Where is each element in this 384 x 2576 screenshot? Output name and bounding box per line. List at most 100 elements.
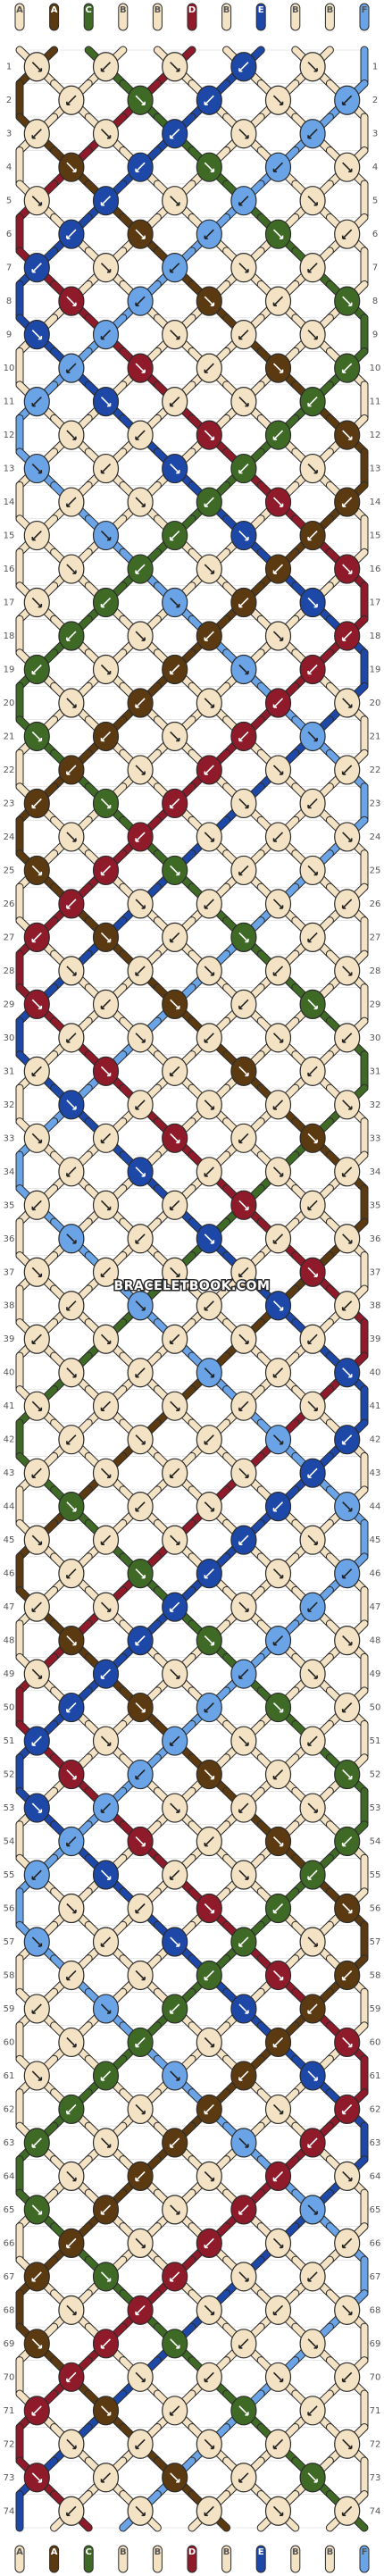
knot	[92, 1458, 120, 1488]
row-number-right: 31	[370, 1066, 381, 1076]
row-number-right: 9	[372, 330, 378, 340]
knot	[58, 487, 85, 517]
knot	[162, 186, 188, 216]
knot-arrow-icon	[66, 832, 77, 842]
knot-arrowhead-icon	[107, 938, 112, 943]
knot-arrowhead-icon	[348, 2177, 353, 2182]
knot-arrowhead-icon	[135, 1240, 139, 1244]
row-number-right: 2	[372, 96, 378, 105]
knot	[299, 320, 326, 350]
knot-arrow-icon	[272, 1367, 284, 1378]
knot	[299, 1123, 326, 1153]
knot	[92, 2128, 120, 2158]
knot	[334, 2161, 361, 2191]
knot-arrowhead-icon	[245, 269, 249, 273]
string-letter: B	[120, 5, 127, 15]
knot-arrowhead-icon	[307, 2010, 312, 2014]
knot-arrowhead-icon	[66, 1709, 71, 1713]
knot-arrow-icon	[100, 1066, 112, 1076]
knot-arrow-icon	[66, 1434, 77, 1445]
knot-arrowhead-icon	[38, 1407, 43, 1411]
row-number-left: 36	[4, 1234, 15, 1244]
row-number-right: 65	[370, 2205, 381, 2215]
knot-arrow-icon	[100, 932, 112, 942]
knot-arrowhead-icon	[72, 302, 77, 306]
knot-arrow-icon	[170, 932, 180, 942]
knot-arrowhead-icon	[341, 905, 346, 909]
knot-arrowhead-icon	[348, 2311, 353, 2316]
string-letter: D	[188, 2547, 196, 2557]
knot-arrowhead-icon	[280, 2244, 284, 2249]
row-number-right: 43	[370, 1468, 381, 1478]
knot-arrowhead-icon	[169, 671, 174, 675]
knot	[299, 2128, 326, 2158]
row-number-right: 13	[370, 464, 381, 474]
knot	[264, 554, 292, 584]
top-string-tag: F	[359, 3, 370, 31]
knot-arrow-icon	[342, 2505, 353, 2516]
knot-arrowhead-icon	[210, 1910, 215, 1914]
knot-arrow-icon	[100, 1468, 112, 1478]
knot-arrow-icon	[342, 95, 353, 105]
knot	[127, 1358, 154, 1388]
knot	[230, 2128, 257, 2158]
knot	[127, 2496, 154, 2526]
knot	[127, 956, 154, 986]
knot-arrowhead-icon	[31, 671, 36, 675]
knot-arrow-icon	[31, 1468, 42, 1478]
knot-arrow-icon	[31, 1602, 42, 1612]
knot-arrow-icon	[342, 1702, 353, 1713]
knot-arrowhead-icon	[313, 2479, 318, 2483]
knot-arrow-icon	[272, 497, 284, 507]
string-tag-pill	[324, 3, 335, 31]
knot	[299, 2061, 326, 2091]
knot-arrowhead-icon	[210, 704, 215, 708]
knot	[92, 186, 120, 216]
row-number-left: 66	[4, 2238, 15, 2248]
knot-arrow-icon	[100, 2338, 112, 2349]
knot-arrow-icon	[272, 1568, 284, 1579]
knot-arrow-icon	[31, 62, 42, 72]
knot-arrowhead-icon	[66, 1976, 71, 1981]
knot-arrowhead-icon	[245, 1072, 249, 1077]
knot	[196, 1023, 222, 1053]
knot	[230, 989, 257, 1019]
knot	[23, 989, 50, 1019]
knot-arrow-icon	[272, 95, 284, 105]
knot-arrow-icon	[238, 1535, 249, 1545]
knot	[230, 1190, 257, 1220]
row-number-right: 1	[372, 63, 378, 72]
knot	[92, 52, 120, 82]
knot-arrowhead-icon	[176, 1675, 180, 1679]
top-string-tag: D	[187, 3, 197, 31]
knot	[264, 1692, 292, 1723]
string-tag-pill	[290, 2545, 301, 2573]
knot-arrowhead-icon	[107, 135, 112, 139]
knot-arrow-icon	[31, 530, 42, 541]
knot-arrow-icon	[170, 129, 180, 139]
knot	[92, 1927, 120, 1957]
knot	[334, 219, 361, 249]
knot-arrowhead-icon	[272, 436, 277, 440]
knot-arrow-icon	[238, 1401, 249, 1411]
knot	[127, 688, 154, 718]
row-number-right: 38	[370, 1301, 381, 1311]
knot	[127, 1492, 154, 1522]
knot-arrowhead-icon	[100, 2077, 104, 2081]
knot	[92, 453, 120, 484]
knot-arrowhead-icon	[141, 1039, 146, 1043]
knot	[23, 186, 50, 216]
knot-arrow-icon	[272, 2237, 284, 2248]
knot-arrow-icon	[100, 62, 112, 72]
knot	[264, 1425, 292, 1455]
knot-arrow-icon	[238, 2405, 249, 2416]
knot	[58, 219, 85, 249]
string-tag-pill	[359, 2545, 370, 2573]
string-tag-pill	[49, 2545, 60, 2573]
knot-arrowhead-icon	[176, 1541, 180, 1545]
knot	[264, 755, 292, 785]
knot	[334, 487, 361, 517]
knot-arrow-icon	[100, 1401, 112, 1411]
knot	[92, 1659, 120, 1689]
